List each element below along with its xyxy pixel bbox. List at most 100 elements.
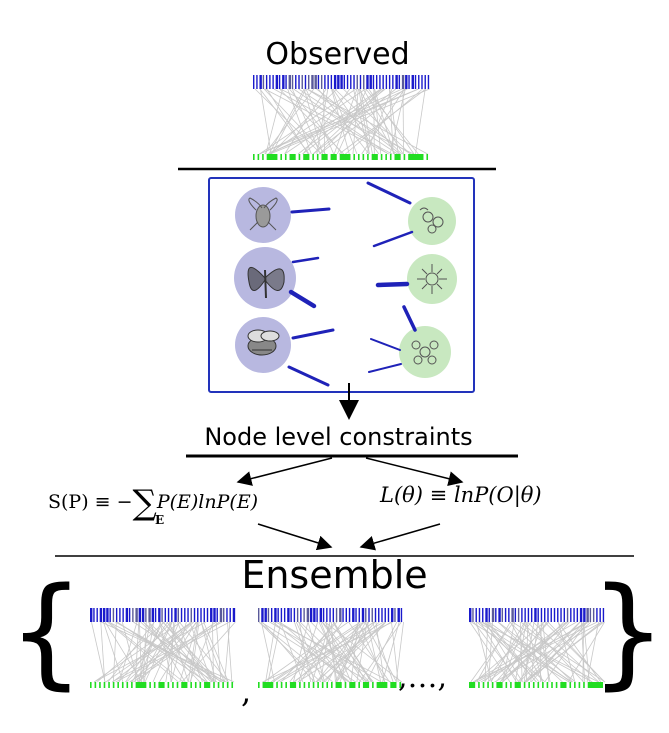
top-node (363, 75, 365, 89)
plant-1 (408, 197, 456, 245)
top-node (472, 608, 474, 622)
top-node (400, 608, 403, 622)
top-node (355, 608, 357, 622)
network-link (324, 621, 402, 683)
bottom-node (158, 682, 164, 688)
top-node (589, 608, 592, 622)
top-node (327, 75, 329, 89)
bottom-node (253, 154, 255, 160)
network-link (374, 88, 395, 155)
top-node (200, 608, 202, 622)
network-link (112, 621, 117, 683)
bottom-node (326, 682, 329, 688)
network-link (297, 88, 382, 155)
sigma-symbol: ∑ (132, 483, 157, 523)
network-link (181, 621, 236, 683)
top-node (352, 608, 355, 622)
top-node (408, 75, 410, 89)
network-link (323, 88, 326, 155)
top-node (265, 75, 268, 89)
top-node (278, 75, 281, 89)
top-node (293, 608, 296, 622)
network-link (264, 88, 389, 155)
network-link (260, 88, 272, 155)
top-node (335, 608, 338, 622)
network-link (280, 88, 414, 155)
network-link (348, 621, 390, 683)
top-node (371, 608, 373, 622)
network-link (557, 621, 602, 683)
bottom-node (303, 154, 309, 160)
network-link (544, 621, 588, 683)
top-node (300, 608, 302, 622)
bottom-node (491, 682, 494, 688)
bottom-node (357, 154, 360, 160)
network-link (259, 88, 403, 155)
observed-title: Observed (265, 37, 410, 72)
left-brace: { (8, 563, 85, 702)
network-link (353, 88, 370, 155)
bottom-node (587, 682, 593, 688)
bottom-node (289, 682, 295, 688)
top-node (311, 75, 314, 89)
bottom-node (135, 682, 141, 688)
top-node (501, 608, 504, 622)
network-link (162, 621, 221, 683)
bottom-node (257, 154, 260, 160)
top-node (119, 608, 121, 622)
bottom-node (546, 682, 549, 688)
pollinator-butterfly (234, 247, 296, 309)
top-node (498, 608, 501, 622)
bottom-node (496, 682, 502, 688)
network-link (331, 88, 350, 155)
network-link (333, 621, 373, 683)
top-node (381, 608, 383, 622)
network-link (303, 88, 323, 155)
top-node (324, 75, 326, 89)
network-link (294, 621, 365, 683)
top-node (288, 75, 291, 89)
bottom-node (94, 682, 97, 688)
network-link (143, 621, 218, 683)
bottom-node (275, 154, 278, 160)
bottom-node (353, 154, 356, 160)
top-node (213, 608, 216, 622)
network-link (316, 88, 329, 155)
top-node (93, 608, 95, 622)
bottom-node (153, 682, 156, 688)
network-link (490, 621, 525, 683)
bottom-node (280, 682, 283, 688)
network-link (269, 621, 370, 683)
bottom-node (208, 682, 211, 688)
top-node (125, 608, 129, 622)
bottom-node (217, 682, 220, 688)
bottom-node (528, 682, 530, 688)
bottom-node (555, 682, 558, 688)
top-node (375, 75, 378, 89)
bottom-node (339, 154, 345, 160)
bottom-node (500, 682, 503, 688)
bottom-node (532, 682, 535, 688)
top-node (537, 608, 539, 622)
network-link (272, 621, 364, 683)
bottom-node (271, 154, 277, 160)
top-node (369, 75, 372, 89)
bottom-node (231, 682, 234, 688)
bee-icon (247, 329, 280, 356)
fly-icon (248, 197, 278, 231)
network-link (133, 621, 225, 683)
top-node (296, 608, 299, 622)
bottom-node (131, 682, 133, 688)
bottom-node (592, 682, 598, 688)
entropy-formula: S(P) ≡ −∑P(E)lnP(E) E (48, 483, 258, 527)
network-link (143, 621, 155, 683)
top-node (309, 608, 313, 622)
ensemble-network-2 (258, 608, 404, 688)
top-node (379, 75, 381, 89)
bottom-node (140, 682, 146, 688)
network-link (318, 88, 385, 155)
network-link (267, 88, 419, 155)
bottom-node (385, 682, 388, 688)
network-link (103, 621, 124, 683)
bottom-node (362, 682, 368, 688)
